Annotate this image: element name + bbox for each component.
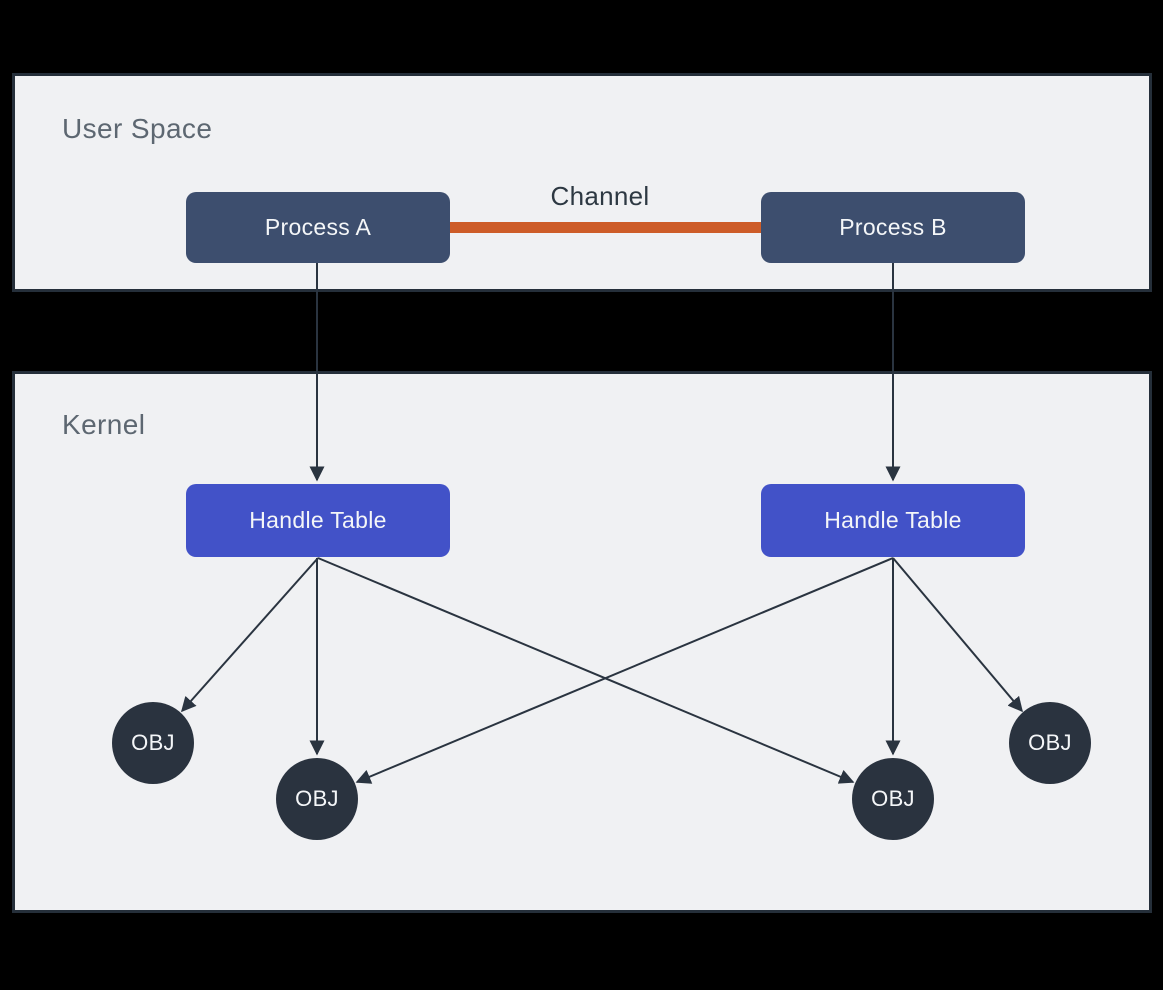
edge-handle-table-right-to-obj-right-outer [892,557,1023,713]
handle-table-right-node: Handle Table [761,484,1025,557]
obj-node-left-outer: OBJ [112,702,194,784]
channel-label: Channel [550,181,650,211]
kernel-region [12,371,1152,913]
user-space-region-label: User Space [62,113,213,144]
edge-handle-table-left-to-obj-right-inner [317,557,855,784]
obj-node-left-inner: OBJ [276,758,358,840]
obj-node-right-outer: OBJ [1009,702,1091,784]
edge-handle-table-left-to-obj-left-outer [181,557,319,713]
kernel-region-label: Kernel [62,409,146,440]
obj-node-right-inner: OBJ [852,758,934,840]
handle-table-left-node: Handle Table [186,484,450,557]
process-b-node: Process B [761,192,1025,263]
process-a-node: Process A [186,192,450,263]
edge-handle-table-right-to-obj-left-inner [355,557,894,784]
